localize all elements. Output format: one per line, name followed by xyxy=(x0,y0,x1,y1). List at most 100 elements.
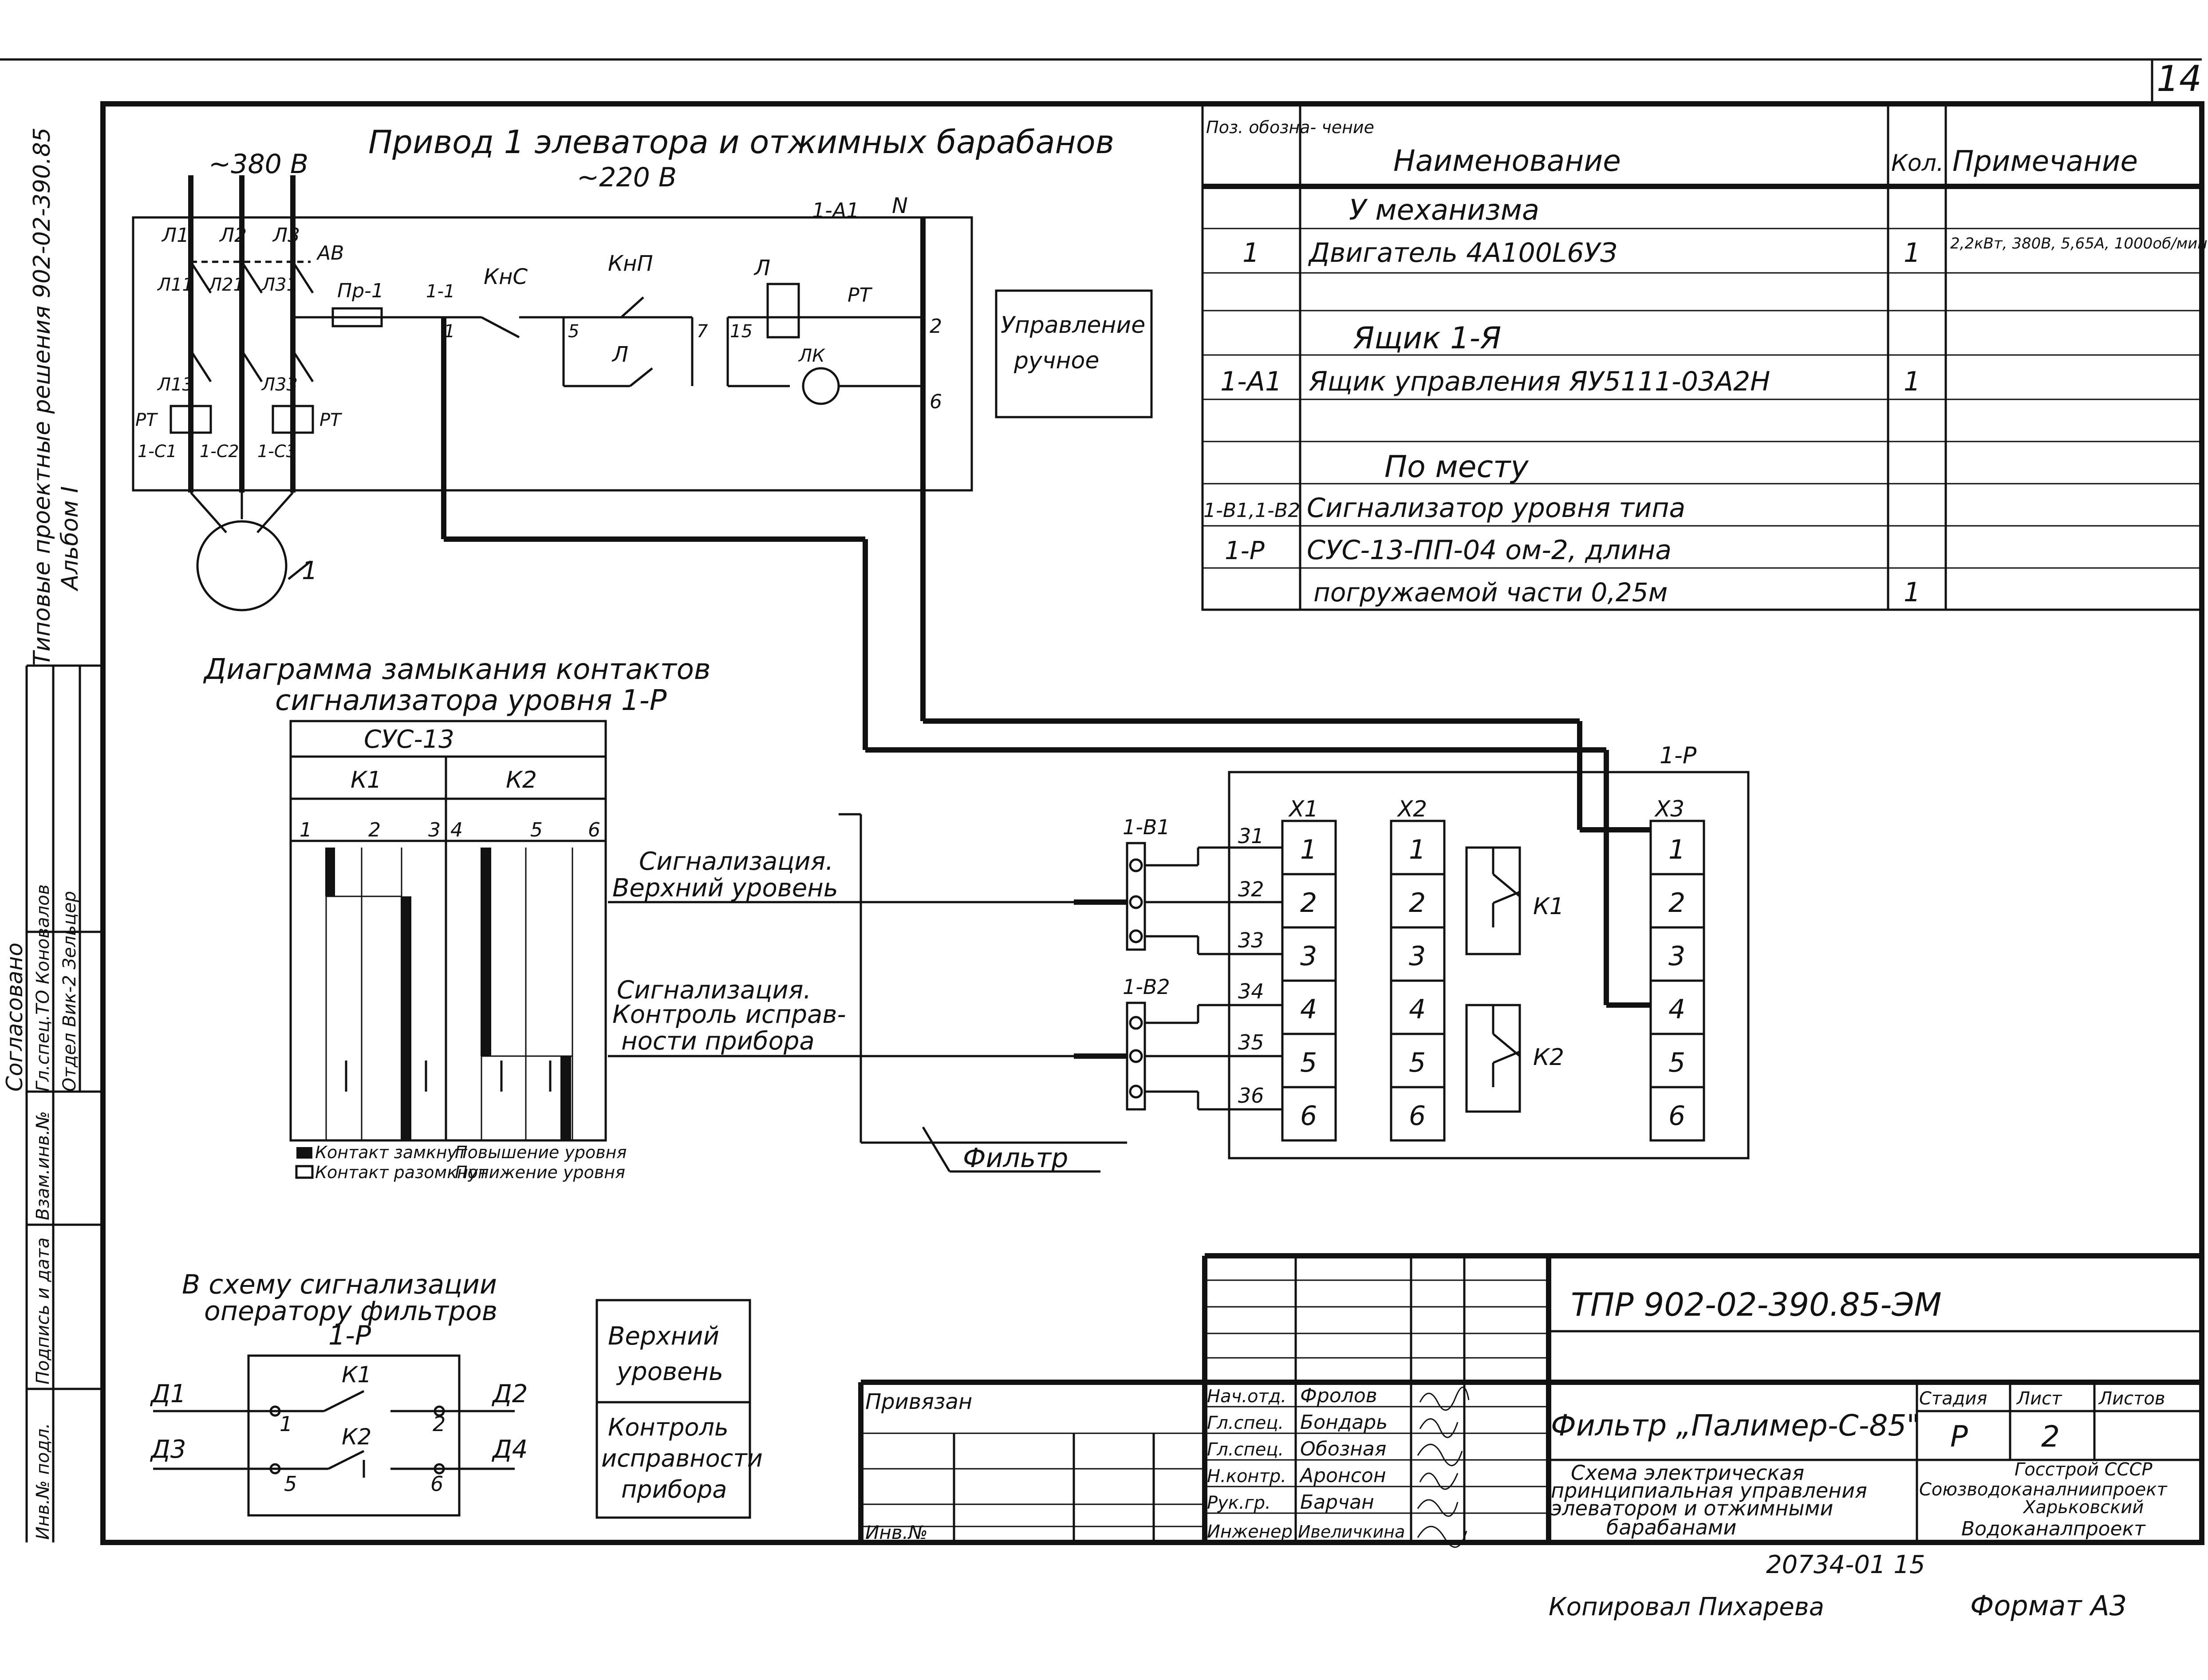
fuse-symbol xyxy=(331,307,383,327)
doc-code: ТПР 902-02-390.85-ЭМ xyxy=(1571,1286,1942,1323)
contact-4: 4 xyxy=(450,819,463,841)
project-name: Фильтр „Палимер-С-85" xyxy=(1551,1408,1920,1443)
contact-diagram-title-2: сигнализатора уровня 1-Р xyxy=(275,684,667,717)
sheet-title-3: элеватором и отжимными xyxy=(1551,1496,1833,1520)
node-1: 1 xyxy=(444,321,455,342)
spec-row-section: Ящик 1-Я xyxy=(1353,321,1501,356)
spec-header-pos: Поз. обозна- чение xyxy=(1206,118,1374,137)
x1-terminal-3: 3 xyxy=(1300,941,1317,972)
album-number: Альбом I xyxy=(57,486,83,592)
spec-table: Поз. обозна- чение Наименование Кол. При… xyxy=(1201,103,2208,611)
agreed-row-2: Отдел Вик-2 Зельцер xyxy=(59,891,80,1092)
term-d4: Д4 xyxy=(491,1435,528,1464)
signature-mark xyxy=(1417,1443,1463,1466)
x1-terminal-2: 2 xyxy=(1300,887,1317,919)
spec-header-qty: Кол. xyxy=(1891,150,1944,177)
operator-title-1: В схему сигнализации xyxy=(182,1269,497,1300)
supply-control-voltage: ~220 В xyxy=(577,162,677,193)
wire-34: 34 xyxy=(1238,979,1264,1003)
power-circuit: Привод 1 элеватора и отжимных барабанов … xyxy=(132,123,1651,1008)
start-button-label: КнП xyxy=(608,251,653,276)
x2-terminal-2: 2 xyxy=(1409,887,1426,919)
box-ref-label: 1-А1 xyxy=(812,198,860,222)
thermal-label-left: РТ xyxy=(135,410,158,430)
phase-label-1: Л1 xyxy=(161,224,189,247)
supply-power-voltage: ~380 В xyxy=(209,149,308,180)
spec-row-qty: 1 xyxy=(1904,577,1920,608)
spec-row-section: По месту xyxy=(1384,450,1529,485)
stage-label: Стадия xyxy=(1919,1388,1987,1409)
manual-control-line-1: Управление xyxy=(1001,312,1145,339)
spec-row-qty: 1 xyxy=(1904,237,1920,268)
x2-terminal-6: 6 xyxy=(1409,1100,1426,1132)
wire-32: 32 xyxy=(1238,877,1264,901)
org-line-4: Водоканалпроект xyxy=(1961,1518,2146,1540)
contact-closed-bar xyxy=(401,896,411,1140)
node-5: 5 xyxy=(568,321,579,342)
contact-closed-bar xyxy=(560,1056,571,1140)
breaker-label: АВ xyxy=(316,242,344,264)
thermal-relay-right xyxy=(272,405,314,434)
role-1: Нач.отд. xyxy=(1207,1386,1286,1407)
name-6: Ивеличкина xyxy=(1298,1522,1405,1542)
term-d1: Д1 xyxy=(150,1380,186,1408)
role-6: Инженер xyxy=(1207,1522,1293,1542)
operator-node-2: 2 xyxy=(433,1412,446,1436)
stage-value: Р xyxy=(1950,1420,1968,1454)
signature-mark xyxy=(1417,1499,1459,1517)
wire-36: 36 xyxy=(1238,1084,1264,1108)
box-check-3: прибора xyxy=(621,1475,727,1503)
thermal-label-right: РТ xyxy=(319,410,343,430)
node-6: 6 xyxy=(930,390,942,413)
operator-node-1: 1 xyxy=(280,1412,292,1436)
sheet-frame: 14 xyxy=(0,58,2204,1545)
sensor-2-label: 1-В2 xyxy=(1123,975,1170,999)
wire-35: 35 xyxy=(1238,1030,1264,1054)
contact-closed-bar xyxy=(325,848,335,896)
signal-upper-line-2: Верхний уровень xyxy=(612,874,838,903)
reg-number: 20734-01 15 xyxy=(1766,1550,1925,1579)
box-upper-2: уровень xyxy=(616,1357,723,1386)
node-15: 15 xyxy=(730,321,753,342)
x2-terminal-1: 1 xyxy=(1409,834,1426,865)
operator-circuit: В схему сигнализации оператору фильтров … xyxy=(150,1269,763,1519)
signal-upper-line-1: Сигнализация. xyxy=(639,847,833,876)
signature-mark xyxy=(1419,1386,1470,1411)
motor-symbol xyxy=(196,520,288,611)
device-label: СУС-13 xyxy=(364,725,454,754)
motor-in-3: Л33 xyxy=(261,375,298,395)
signal-lines xyxy=(608,813,1127,1173)
x3-terminal-6: 6 xyxy=(1668,1100,1685,1132)
spec-row-pos: 1-А1 xyxy=(1220,366,1282,397)
fuse-label: Пр-1 xyxy=(337,280,384,302)
x3-terminal-3: 3 xyxy=(1668,941,1685,972)
x1-terminal-1: 1 xyxy=(1300,834,1317,865)
control-box-outline xyxy=(132,216,973,492)
operator-title-2: оператору фильтров xyxy=(204,1296,497,1327)
self-hold-label: Л xyxy=(611,342,628,367)
legend-rise: Повышение уровня xyxy=(455,1143,627,1162)
role-5: Рук.гр. xyxy=(1207,1493,1271,1513)
terminal-c2: 1-С2 xyxy=(200,442,239,461)
strip-x2-label: Х2 xyxy=(1396,796,1427,822)
spec-row-name: Ящик управления ЯУ5111-03А2Н xyxy=(1309,366,1770,397)
sheet-title-1: Схема электрическая xyxy=(1571,1461,1804,1485)
box-upper-1: Верхний xyxy=(608,1322,719,1351)
signal-check-line-3: ности прибора xyxy=(621,1027,815,1056)
x2-terminal-4: 4 xyxy=(1409,994,1426,1025)
sheet-title-4: барабанами xyxy=(1606,1515,1736,1539)
signature-mark xyxy=(1419,1472,1459,1490)
x3-terminal-1: 1 xyxy=(1668,834,1685,865)
contact-closed-bar xyxy=(481,848,491,1056)
wire-31: 31 xyxy=(1238,824,1264,848)
wire-33: 33 xyxy=(1238,928,1264,952)
name-3: Обозная xyxy=(1300,1438,1386,1460)
title-block: ТПР 902-02-390.85-ЭМ Привязан Инв.№ Нач.… xyxy=(858,1253,2202,1548)
node-2: 2 xyxy=(930,315,942,338)
x3-terminal-4: 4 xyxy=(1668,994,1685,1025)
inv-original-label: Инв.№ подл. xyxy=(33,1423,53,1540)
role-2: Гл.спец. xyxy=(1207,1413,1284,1433)
term-d2: Д2 xyxy=(491,1380,528,1408)
coil-label: Л xyxy=(753,256,770,280)
